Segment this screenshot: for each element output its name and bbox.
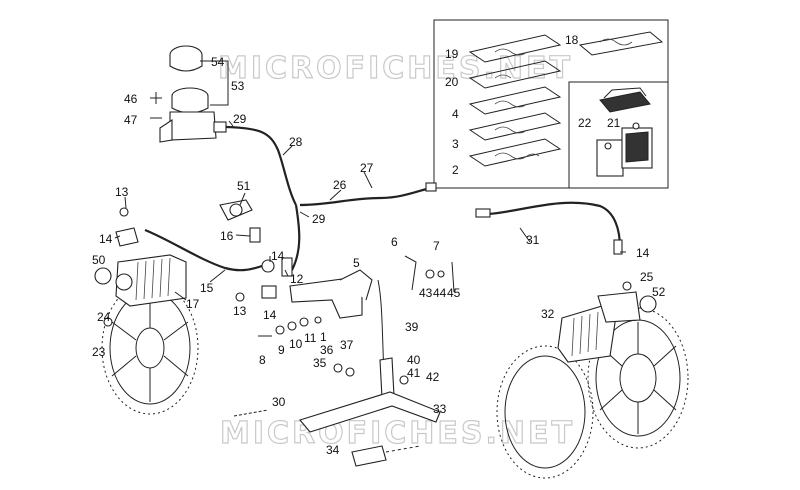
label-13-low: 13 xyxy=(233,304,247,318)
label-19: 19 xyxy=(445,47,459,61)
label-47: 47 xyxy=(124,113,138,127)
label-24: 24 xyxy=(97,310,111,324)
label-1: 1 xyxy=(320,330,327,344)
label-14-left: 14 xyxy=(99,232,113,246)
label-40: 40 xyxy=(407,353,421,367)
label-29-top: 29 xyxy=(233,112,247,126)
label-50: 50 xyxy=(92,253,106,267)
label-12: 12 xyxy=(290,272,304,286)
label-53: 53 xyxy=(231,79,245,93)
label-25: 25 xyxy=(640,270,654,284)
label-28: 28 xyxy=(289,135,303,149)
pads-inset-box xyxy=(433,19,669,189)
label-16: 16 xyxy=(220,229,234,243)
label-54: 54 xyxy=(211,55,225,69)
label-39: 39 xyxy=(405,320,419,334)
label-15: 15 xyxy=(200,281,214,295)
right-caliper xyxy=(557,281,657,363)
label-34: 34 xyxy=(326,443,340,457)
label-26: 26 xyxy=(333,178,347,192)
label-5: 5 xyxy=(353,256,360,270)
label-14-right: 14 xyxy=(636,246,650,260)
left-caliper xyxy=(94,254,187,327)
left-brake-disc xyxy=(101,281,199,415)
master-cylinder xyxy=(150,45,227,143)
label-6: 6 xyxy=(391,235,398,249)
label-30: 30 xyxy=(272,395,286,409)
watermark-top: MICROFICHES.NET xyxy=(218,51,573,86)
label-37: 37 xyxy=(340,338,354,352)
label-21: 21 xyxy=(607,116,621,130)
label-9: 9 xyxy=(278,343,285,357)
label-51: 51 xyxy=(237,179,251,193)
fittings xyxy=(115,199,293,302)
label-18: 18 xyxy=(565,33,579,47)
label-46: 46 xyxy=(124,92,138,106)
label-43: 43 xyxy=(419,286,433,300)
label-33: 33 xyxy=(433,402,447,416)
label-52: 52 xyxy=(652,285,666,299)
label-4: 4 xyxy=(452,107,459,121)
label-44: 44 xyxy=(433,286,447,300)
label-17: 17 xyxy=(186,297,200,311)
label-20: 20 xyxy=(445,75,459,89)
part-labels: 54 53 46 47 29 28 27 26 29 51 13 14 16 1… xyxy=(92,33,666,457)
label-31: 31 xyxy=(526,233,540,247)
label-35: 35 xyxy=(313,356,327,370)
washer-stack xyxy=(258,316,322,337)
label-41: 41 xyxy=(407,366,421,380)
label-29-mid: 29 xyxy=(312,212,326,226)
label-45: 45 xyxy=(447,286,461,300)
label-3: 3 xyxy=(452,137,459,151)
label-14-low: 14 xyxy=(263,308,277,322)
label-23: 23 xyxy=(92,345,106,359)
label-36: 36 xyxy=(320,343,334,357)
label-22: 22 xyxy=(578,116,592,130)
label-13-top: 13 xyxy=(115,185,129,199)
label-8: 8 xyxy=(259,353,266,367)
watermark-bottom: MICROFICHES.NET xyxy=(220,416,575,451)
pedal-assembly xyxy=(233,255,455,467)
right-brake-disc xyxy=(496,307,689,479)
label-2: 2 xyxy=(452,163,459,177)
label-27: 27 xyxy=(360,161,374,175)
label-42: 42 xyxy=(426,370,440,384)
brake-lines xyxy=(144,125,623,272)
leader-lines xyxy=(114,60,626,301)
label-7: 7 xyxy=(433,239,440,253)
label-14-mid: 14 xyxy=(271,249,285,263)
label-32: 32 xyxy=(541,307,555,321)
label-11: 11 xyxy=(304,331,317,345)
label-10: 10 xyxy=(289,337,303,351)
